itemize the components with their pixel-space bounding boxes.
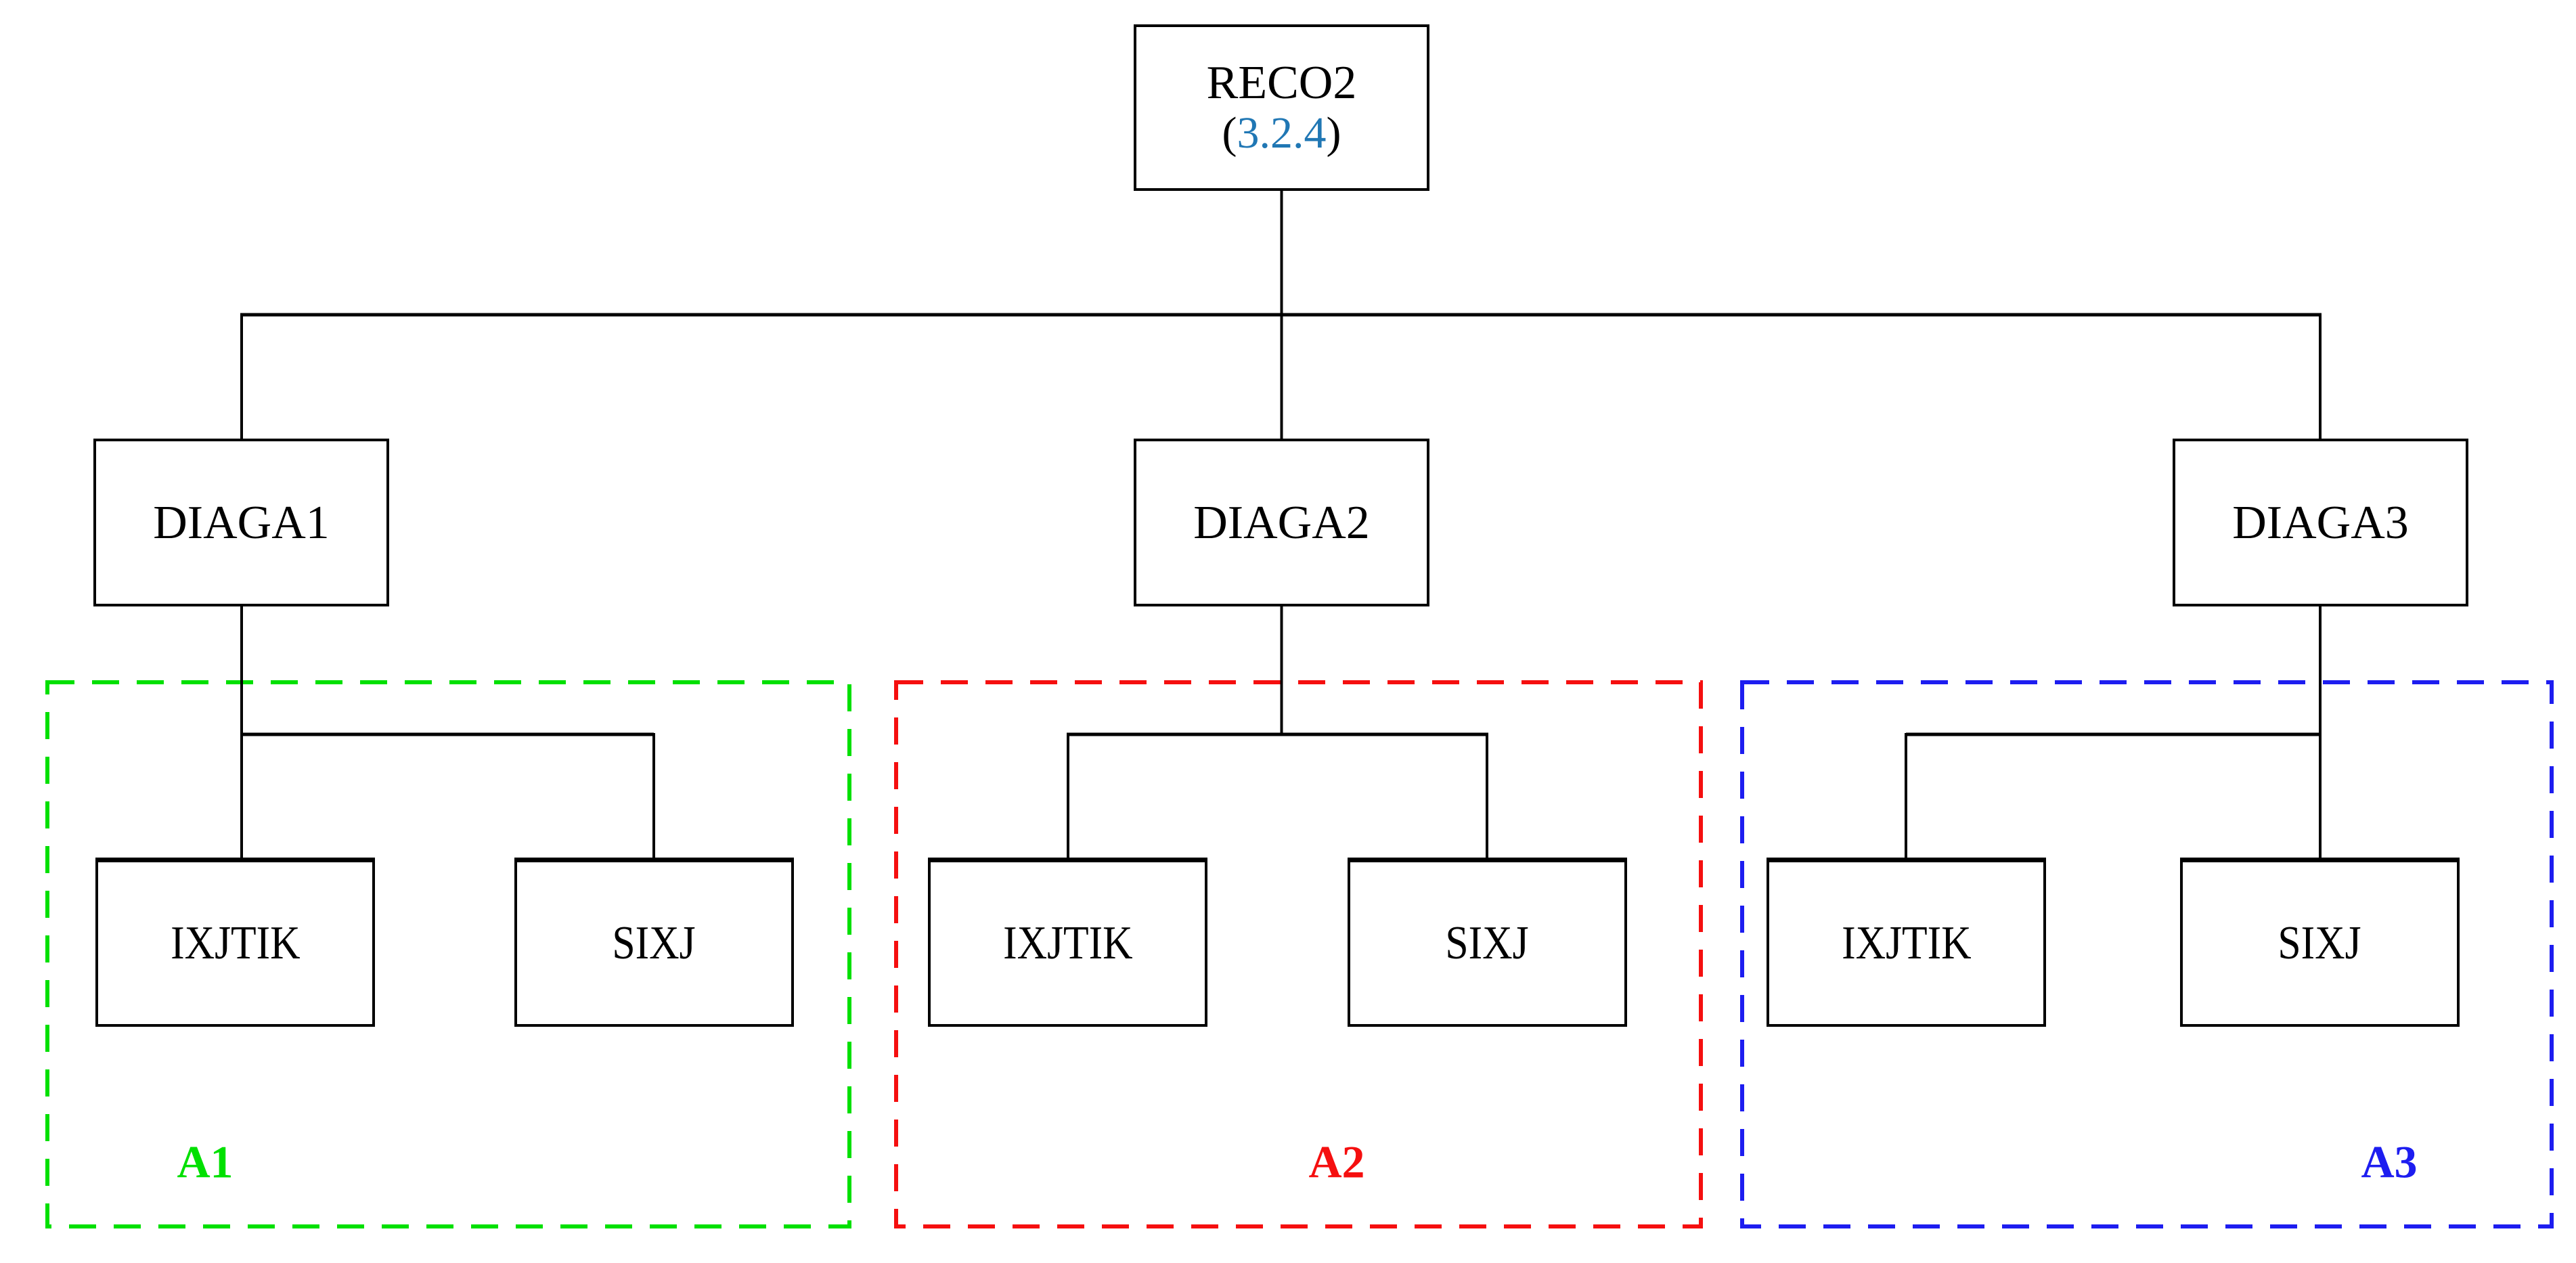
node-a1-sixj: SIXJ (514, 858, 794, 1027)
node-diaga1: DIAGA1 (93, 439, 389, 606)
node-a2-ixjtik: IXJTIK (928, 858, 1207, 1027)
node-a3-sixj-label: SIXJ (2278, 917, 2362, 969)
node-a2-sixj: SIXJ (1348, 858, 1627, 1027)
version-number: 3.2.4 (1237, 108, 1327, 158)
group-a1-label: A1 (177, 1136, 234, 1188)
group-a2-border (894, 680, 1703, 1228)
group-a3-label: A3 (2361, 1136, 2418, 1188)
node-a3-ixjtik: IXJTIK (1767, 858, 2046, 1027)
node-diaga2: DIAGA2 (1134, 439, 1429, 606)
node-a1-sixj-label: SIXJ (612, 917, 696, 969)
group-a3-border (1740, 680, 2554, 1228)
node-a1-ixjtik: IXJTIK (95, 858, 375, 1027)
node-diaga2-label: DIAGA2 (1193, 496, 1370, 549)
group-a1-border (45, 680, 851, 1228)
node-reco2-label: RECO2 (1206, 57, 1357, 110)
node-a2-sixj-label: SIXJ (1445, 917, 1530, 969)
node-a1-ixjtik-label: IXJTIK (170, 917, 301, 969)
node-reco2: RECO2 (3.2.4) (1134, 24, 1429, 191)
node-a2-ixjtik-label: IXJTIK (1002, 917, 1133, 969)
node-diaga1-label: DIAGA1 (153, 496, 330, 549)
version-open-paren: ( (1222, 108, 1237, 158)
node-diaga3-label: DIAGA3 (2232, 496, 2409, 549)
node-a3-sixj: SIXJ (2180, 858, 2460, 1027)
node-a3-ixjtik-label: IXJTIK (1841, 917, 1972, 969)
group-a2-label: A2 (1308, 1136, 1365, 1188)
node-diaga3: DIAGA3 (2173, 439, 2468, 606)
version-close-paren: ) (1326, 108, 1341, 158)
root-version: (3.2.4) (1222, 108, 1341, 158)
